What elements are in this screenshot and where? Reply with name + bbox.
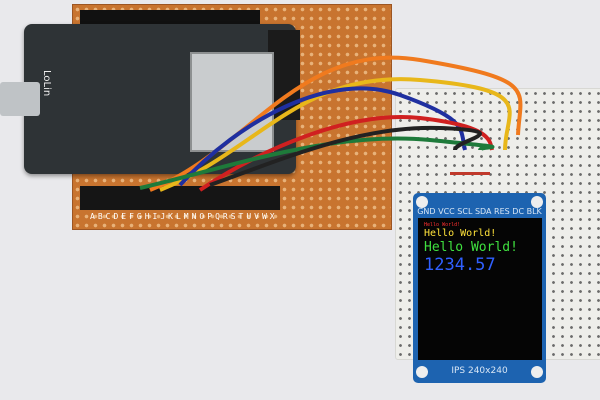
breadboard-red-rail [450,172,490,175]
wire-blue [178,86,467,187]
display-pin-labels: GND VCC SCL SDA RES DC BLK [417,207,542,216]
wire-black [209,125,482,187]
mount-hole [531,196,543,208]
wire-green [139,136,495,190]
display-screen: Hello World! Hello World! Hello World! 1… [418,218,542,360]
wire-yellow [159,77,512,192]
mount-hole [416,366,428,378]
screen-text-medium: Hello World! [424,228,497,239]
screen-number: 1234.57 [424,255,496,275]
display-model-label: IPS 240x240 [451,366,508,376]
pin-header-top [80,10,260,24]
mount-hole [416,196,428,208]
screen-text-small: Hello World! [424,222,461,228]
mount-hole [531,366,543,378]
perfboard-letters: ABCDEFGHIJKLMNOPQRSTUVWX [90,212,278,221]
screen-text-large: Hello World! [424,240,518,255]
micro-usb-port [0,82,40,116]
pin-header-bottom [80,186,280,210]
